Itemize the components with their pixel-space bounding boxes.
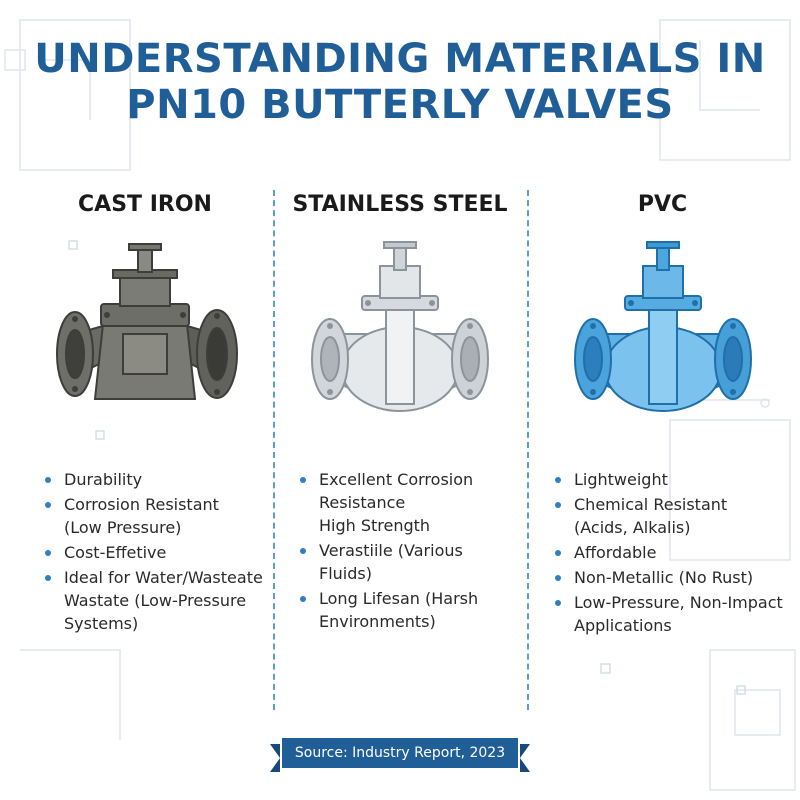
feature-subtext: Resistance xyxy=(319,493,406,512)
feature-subtext: Fluids) xyxy=(319,564,372,583)
list-item: Lightweight xyxy=(552,468,795,491)
list-item: Cost-Effetive xyxy=(42,541,272,564)
ribbon-tail-left xyxy=(270,744,280,772)
feature-text: Ideal for Water/Wasteate xyxy=(64,568,263,587)
stainless-steel-valve-icon xyxy=(311,241,489,412)
cast-iron-valve-icon xyxy=(56,243,238,400)
list-item: Corrosion Resistant (Low Pressure) xyxy=(42,493,272,539)
source-ribbon: Source: Industry Report, 2023 xyxy=(270,738,530,772)
feature-subtext: Environments) xyxy=(319,612,436,631)
feature-text: Long Lifesan (Harsh xyxy=(319,589,479,608)
column-title: PVC xyxy=(637,192,688,217)
list-item: Non-Metallic (No Rust) xyxy=(552,566,795,589)
feature-subtext: Applications xyxy=(574,616,672,635)
feature-text: Affordable xyxy=(574,543,657,562)
feature-text: Cost-Effetive xyxy=(64,543,167,562)
title-line-2: PN10 BUTTERLY VALVES xyxy=(126,82,674,128)
feature-subtext: (Low Pressure) xyxy=(64,518,182,537)
feature-list: Durability Corrosion Resistant (Low Press… xyxy=(42,468,272,637)
feature-text: Chemical Resistant xyxy=(574,495,728,514)
title-line-1: UNDERSTANDING MATERIALS IN xyxy=(34,36,766,82)
feature-text: Durability xyxy=(64,470,143,489)
feature-text: Non-Metallic (No Rust) xyxy=(574,568,754,587)
feature-subtext: (Acids, Alkalis) xyxy=(574,518,691,537)
pvc-column: PVC Lightweight Chemical Resistant (Acids… xyxy=(530,190,795,660)
feature-subtext: Systems) xyxy=(64,614,139,633)
column-title: STAINLESS STEEL xyxy=(292,192,508,217)
list-item: Affordable xyxy=(552,541,795,564)
source-label: Source: Industry Report, 2023 xyxy=(282,738,518,768)
feature-text: Lightweight xyxy=(574,470,668,489)
pvc-valve-icon xyxy=(573,241,752,412)
feature-text: Low-Pressure, Non-Impact xyxy=(574,593,783,612)
ribbon-tail-right xyxy=(520,744,530,772)
page-title: UNDERSTANDING MATERIALS IN PN10 BUTTERLY… xyxy=(0,36,800,128)
column-divider xyxy=(273,190,275,710)
feature-text: Verastiile (Various xyxy=(319,541,463,560)
feature-text: Excellent Corrosion xyxy=(319,470,474,489)
column-divider xyxy=(527,190,529,710)
cast-iron-column: CAST IRON Durability Corrosion Resistant… xyxy=(20,190,270,660)
list-item: Chemical Resistant (Acids, Alkalis) xyxy=(552,493,795,539)
feature-subtext: High Strength xyxy=(319,516,431,535)
feature-list: Lightweight Chemical Resistant (Acids, Al… xyxy=(552,468,795,639)
column-title: CAST IRON xyxy=(78,192,212,217)
feature-subtext: Wastate (Low-Pressure xyxy=(64,591,247,610)
feature-text: Corrosion Resistant xyxy=(64,495,219,514)
list-item: Durability xyxy=(42,468,272,491)
